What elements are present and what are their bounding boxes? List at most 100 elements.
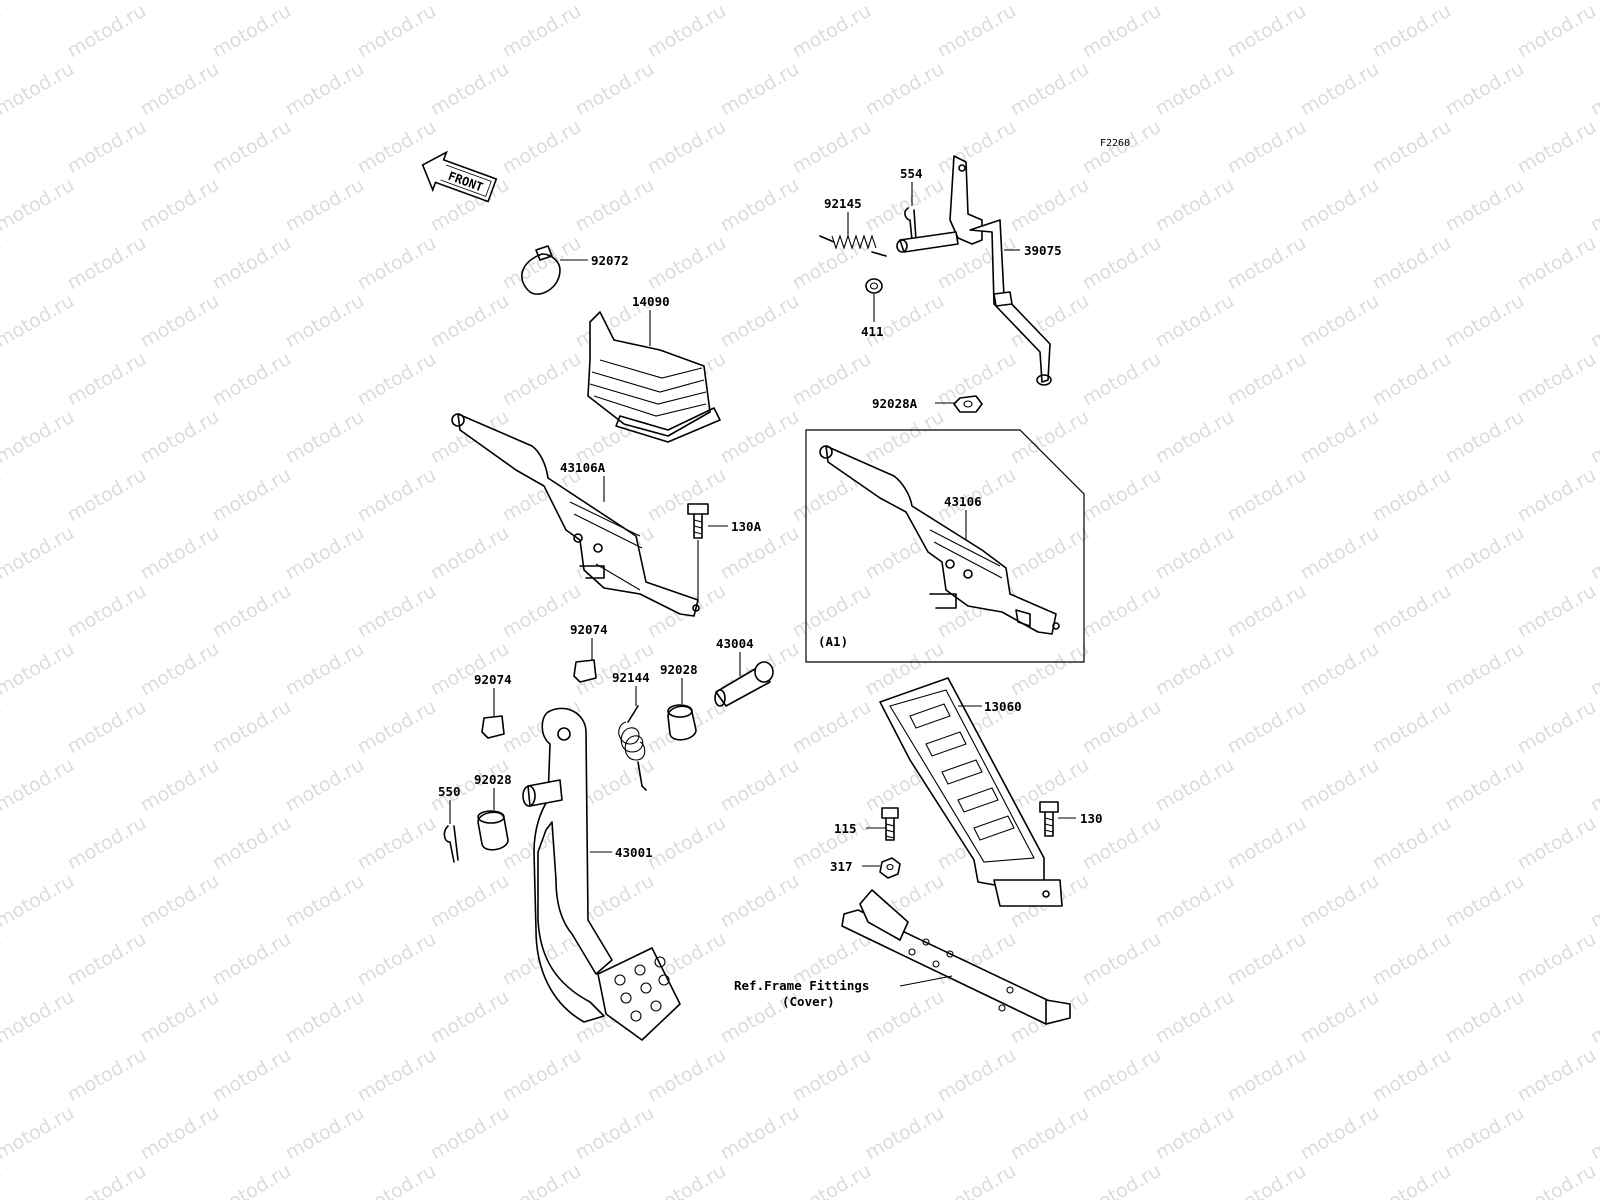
watermark-text: motod.ru	[572, 1102, 658, 1165]
watermark-text: motod.ru	[1442, 406, 1528, 469]
watermark-text: motod.ru	[1007, 58, 1093, 121]
figure-code: F2260	[1100, 138, 1130, 149]
part-washer-411	[865, 278, 883, 294]
watermark-text: motod.ru	[1079, 348, 1165, 411]
watermark-text: motod.ru	[0, 1160, 5, 1200]
watermark-text: motod.ru	[282, 290, 368, 353]
watermark-text: motod.ru	[0, 290, 78, 353]
watermark-text: motod.ru	[64, 116, 150, 179]
watermark-text: motod.ru	[717, 406, 803, 469]
watermark-text: motod.ru	[137, 406, 223, 469]
watermark-text: motod.ru	[137, 986, 223, 1049]
watermark-text: motod.ru	[862, 174, 948, 237]
part-pivot-pin-43004	[714, 661, 774, 707]
watermark-text: motod.ru	[0, 522, 78, 585]
watermark-text: motod.ru	[1224, 580, 1310, 643]
watermark-text: motod.ru	[0, 0, 5, 62]
watermark-text: motod.ru	[1152, 1102, 1238, 1165]
part-lever-boot	[587, 311, 721, 443]
watermark-text: motod.ru	[0, 464, 5, 527]
watermark-text: motod.ru	[862, 0, 948, 4]
watermark-text: motod.ru	[137, 1102, 223, 1165]
watermark-text: motod.ru	[1587, 986, 1600, 1049]
part-torsion-spring-92144	[618, 705, 647, 791]
watermark-text: motod.ru	[1369, 1160, 1455, 1200]
watermark-text: motod.ru	[1152, 174, 1238, 237]
part-bushing-92028-lower	[477, 810, 509, 851]
watermark-text: motod.ru	[1369, 1044, 1455, 1107]
watermark-text: motod.ru	[0, 348, 5, 411]
watermark-text: motod.ru	[1514, 1160, 1600, 1200]
part-brake-pedal-43001	[522, 707, 681, 1041]
label-317: 317	[830, 859, 853, 874]
watermark-text: motod.ru	[209, 348, 295, 411]
watermark-text: motod.ru	[499, 1160, 585, 1200]
watermark-text: motod.ru	[1224, 696, 1310, 759]
part-bolt-115	[881, 807, 899, 841]
watermark-text: motod.ru	[1297, 406, 1383, 469]
watermark-text: motod.ru	[354, 580, 440, 643]
watermark-text: motod.ru	[862, 1102, 948, 1165]
watermark-text: motod.ru	[1514, 0, 1600, 62]
watermark-text: motod.ru	[64, 696, 150, 759]
watermark-text: motod.ru	[789, 0, 875, 62]
watermark-text: motod.ru	[354, 1044, 440, 1107]
label-92145: 92145	[824, 196, 862, 211]
watermark-text: motod.ru	[1224, 1044, 1310, 1107]
watermark-text: motod.ru	[0, 638, 78, 701]
watermark-text: motod.ru	[282, 986, 368, 1049]
label-43106: 43106	[944, 494, 982, 509]
watermark-text: motod.ru	[499, 0, 585, 62]
watermark-text: motod.ru	[1007, 638, 1093, 701]
watermark-text: motod.ru	[1079, 580, 1165, 643]
watermark-text: motod.ru	[644, 1160, 730, 1200]
watermark-text: motod.ru	[1369, 232, 1455, 295]
watermark-text: motod.ru	[789, 580, 875, 643]
watermark-text: motod.ru	[1369, 696, 1455, 759]
watermark-text: motod.ru	[1007, 0, 1093, 4]
label-92028-lower: 92028	[474, 772, 512, 787]
watermark-text: motod.ru	[1514, 232, 1600, 295]
watermark-text: motod.ru	[354, 232, 440, 295]
watermark-text: motod.ru	[427, 58, 513, 121]
watermark-text: motod.ru	[644, 0, 730, 62]
watermark-text: motod.ru	[1587, 406, 1600, 469]
watermark-text: motod.ru	[209, 580, 295, 643]
watermark-text: motod.ru	[0, 174, 78, 237]
watermark-text: motod.ru	[354, 464, 440, 527]
watermark-text: motod.ru	[1587, 638, 1600, 701]
watermark-text: motod.ru	[282, 638, 368, 701]
watermark-text: motod.ru	[427, 1102, 513, 1165]
watermark-text: motod.ru	[0, 1044, 5, 1107]
watermark-text: motod.ru	[1514, 928, 1600, 991]
watermark-text: motod.ru	[354, 348, 440, 411]
watermark-text: motod.ru	[0, 116, 5, 179]
watermark-text: motod.ru	[1079, 1044, 1165, 1107]
watermark-text: motod.ru	[427, 0, 513, 4]
watermark-text: motod.ru	[1442, 986, 1528, 1049]
watermark-text: motod.ru	[1297, 870, 1383, 933]
watermark-text: motod.ru	[1514, 812, 1600, 875]
label-43001: 43001	[615, 845, 653, 860]
watermark-text: motod.ru	[137, 58, 223, 121]
part-bushing-92028A	[953, 395, 983, 413]
watermark-text: motod.ru	[717, 1102, 803, 1165]
watermark-text: motod.ru	[1297, 58, 1383, 121]
part-nut-317	[879, 857, 901, 879]
watermark-text: motod.ru	[1514, 696, 1600, 759]
watermark-text: motod.ru	[1442, 522, 1528, 585]
watermark-text: motod.ru	[137, 174, 223, 237]
watermark-text: motod.ru	[0, 580, 5, 643]
part-brake-bracket-39075	[896, 155, 1052, 386]
watermark-text: motod.ru	[137, 638, 223, 701]
watermark-text: motod.ru	[1297, 0, 1383, 4]
watermark-text: motod.ru	[1369, 928, 1455, 991]
watermark-text: motod.ru	[0, 58, 78, 121]
watermark-text: motod.ru	[1369, 464, 1455, 527]
watermark-text: motod.ru	[572, 0, 658, 4]
label-13060: 13060	[984, 699, 1022, 714]
watermark-text: motod.ru	[644, 812, 730, 875]
watermark-text: motod.ru	[0, 696, 5, 759]
watermark-text: motod.ru	[717, 754, 803, 817]
watermark-text: motod.ru	[0, 406, 78, 469]
